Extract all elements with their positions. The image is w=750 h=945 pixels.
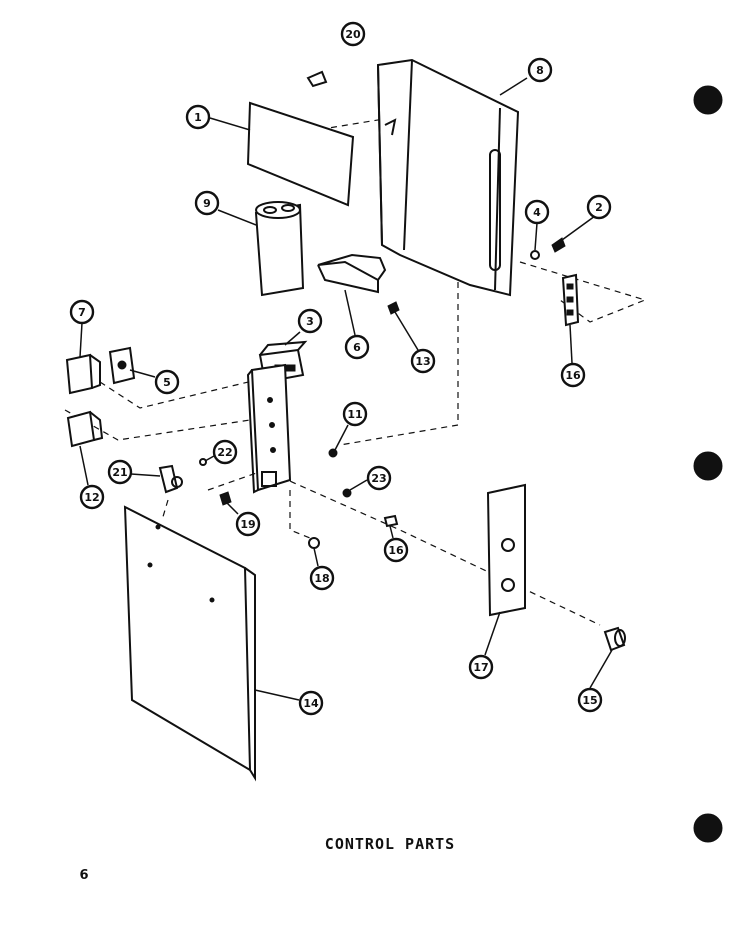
svg-text:18: 18 xyxy=(314,572,329,585)
part-1-plate xyxy=(246,101,355,207)
svg-text:23: 23 xyxy=(371,472,386,485)
callout-7: 7 xyxy=(69,299,95,325)
svg-text:12: 12 xyxy=(84,491,99,504)
part-12-relay xyxy=(66,410,104,448)
part-13-screw xyxy=(387,301,400,315)
callout-18: 18 xyxy=(309,565,335,591)
punch-hole-top xyxy=(693,85,723,115)
part-23-nut xyxy=(342,488,352,498)
svg-text:11: 11 xyxy=(347,408,362,421)
callout-13: 13 xyxy=(410,348,436,374)
callout-1: 1 xyxy=(185,104,211,130)
page-number: 6 xyxy=(79,868,88,883)
part-7-relay xyxy=(65,353,101,395)
callout-16-lower: 16 xyxy=(383,537,409,563)
svg-text:19: 19 xyxy=(240,518,255,531)
part-21-bracket xyxy=(158,464,183,494)
part-9-capacitor xyxy=(254,201,305,297)
callout-14: 14 xyxy=(298,690,324,716)
control-mounting-bracket xyxy=(246,363,292,494)
callout-15: 15 xyxy=(577,687,603,713)
svg-text:1: 1 xyxy=(194,111,202,124)
svg-text:4: 4 xyxy=(533,206,541,219)
svg-text:7: 7 xyxy=(78,306,86,319)
svg-text:5: 5 xyxy=(163,376,171,389)
svg-text:3: 3 xyxy=(306,315,314,328)
punch-hole-middle xyxy=(693,451,723,481)
callout-2: 2 xyxy=(586,194,612,220)
part-19-screw xyxy=(219,491,232,506)
callout-16-upper: 16 xyxy=(560,362,586,388)
part-20-clip xyxy=(306,70,328,88)
svg-text:9: 9 xyxy=(203,197,211,210)
svg-text:16: 16 xyxy=(565,369,581,382)
alignment-lines xyxy=(64,117,647,626)
svg-text:6: 6 xyxy=(353,341,361,354)
part-11-nut xyxy=(328,448,338,458)
diagram-caption: CONTROL PARTS xyxy=(325,835,455,853)
part-15-knob xyxy=(603,626,626,652)
callout-8: 8 xyxy=(527,57,553,83)
svg-text:15: 15 xyxy=(582,694,597,707)
callout-4: 4 xyxy=(524,199,550,225)
callout-9: 9 xyxy=(194,190,220,216)
part-18-nut xyxy=(308,537,320,549)
callout-22: 22 xyxy=(212,439,238,465)
svg-text:13: 13 xyxy=(415,355,430,368)
callout-3: 3 xyxy=(297,308,323,334)
callout-5: 5 xyxy=(154,369,180,395)
svg-text:21: 21 xyxy=(112,466,127,479)
callout-19: 19 xyxy=(235,511,261,537)
callout-11: 11 xyxy=(342,401,368,427)
part-14-cover-panel xyxy=(123,505,256,782)
callout-20: 20 xyxy=(340,21,366,47)
part-6-bracket xyxy=(317,253,387,294)
callout-6: 6 xyxy=(344,334,370,360)
callout-12: 12 xyxy=(79,484,105,510)
part-22-screw xyxy=(199,458,207,466)
callout-23: 23 xyxy=(366,465,392,491)
callout-21: 21 xyxy=(107,459,133,485)
part-4-washer xyxy=(530,250,540,260)
svg-text:17: 17 xyxy=(473,661,488,674)
part-16-screw xyxy=(383,514,399,528)
svg-text:20: 20 xyxy=(345,28,361,41)
part-16-terminal-strip xyxy=(561,273,580,327)
svg-text:14: 14 xyxy=(303,697,319,710)
callout-17: 17 xyxy=(468,654,494,680)
part-5-terminal-block xyxy=(108,346,136,385)
part-17-plate xyxy=(486,483,526,617)
part-2-screw xyxy=(551,237,566,253)
svg-text:8: 8 xyxy=(536,64,544,77)
svg-text:2: 2 xyxy=(595,201,603,214)
punch-hole-bottom xyxy=(693,813,723,843)
svg-text:16: 16 xyxy=(388,544,404,557)
leader-lines xyxy=(79,77,613,701)
svg-text:22: 22 xyxy=(217,446,232,459)
part-8-side-panel xyxy=(376,58,520,297)
